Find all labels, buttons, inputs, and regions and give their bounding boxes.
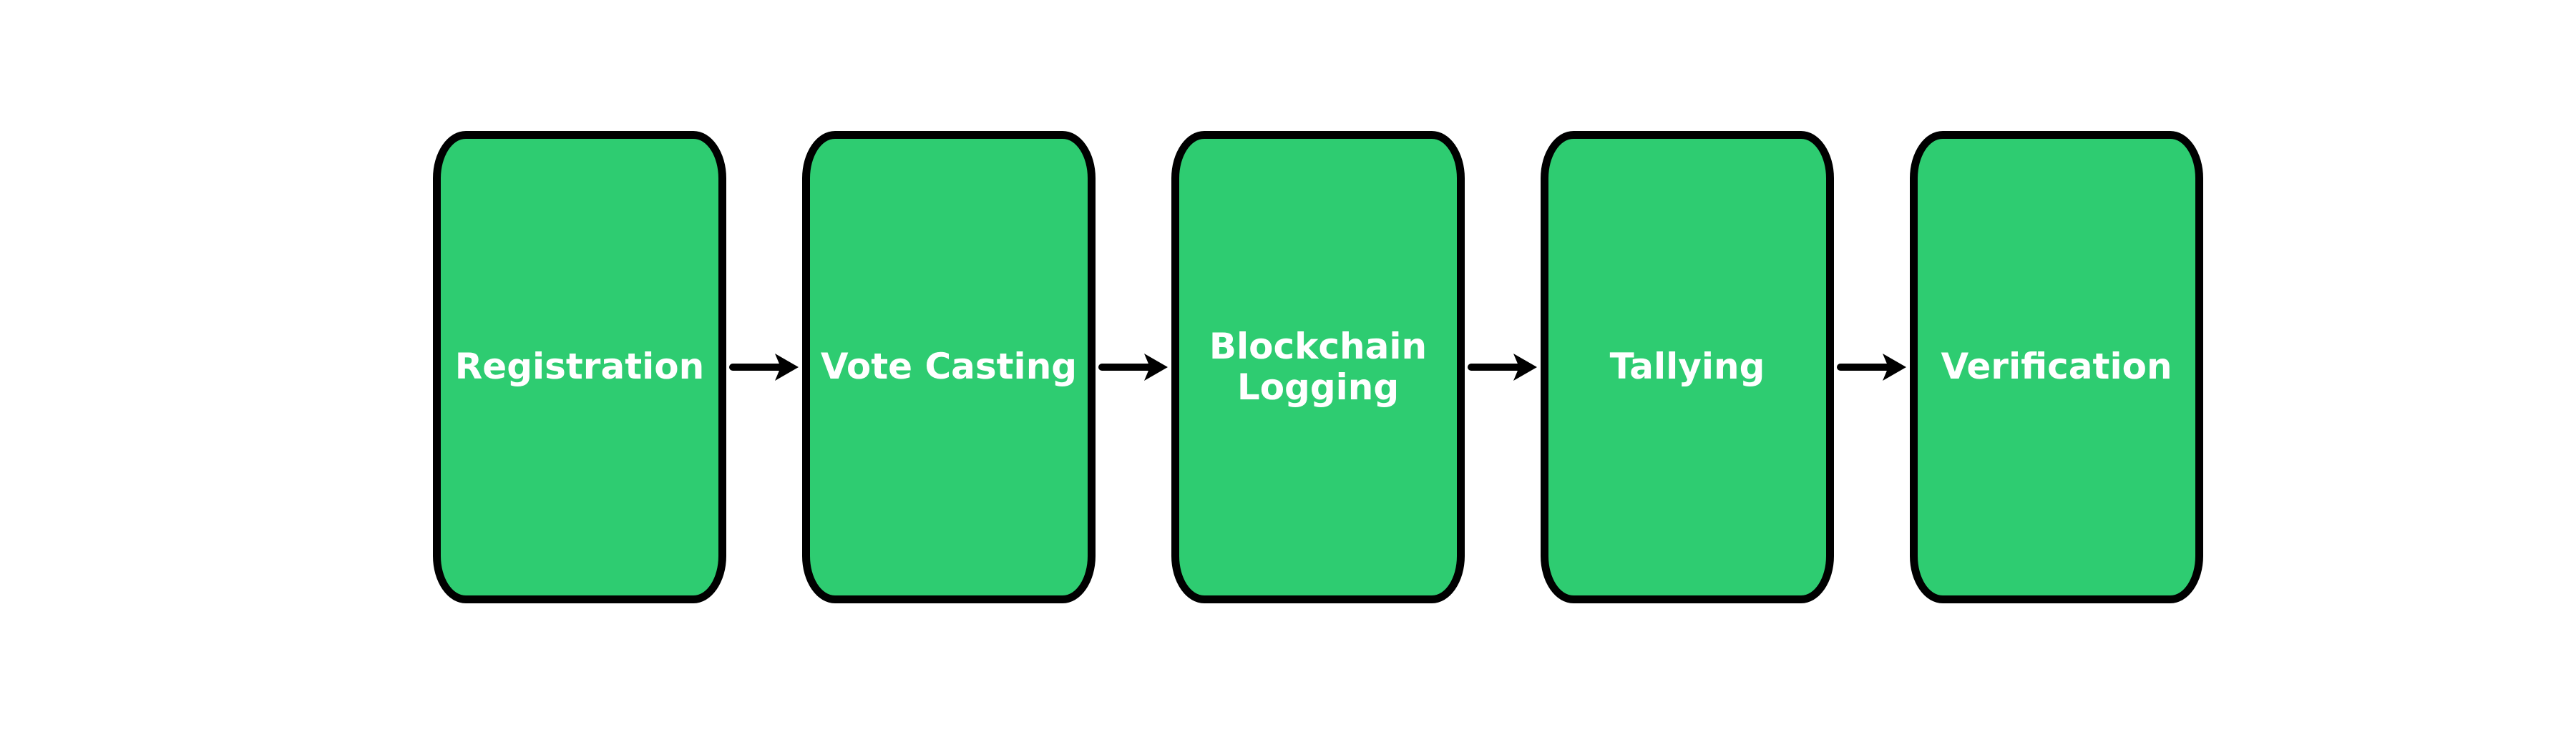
flow-node-label: Tallying (1609, 346, 1765, 388)
arrow-right-icon (1837, 354, 1906, 381)
flow-arrow (1465, 131, 1541, 603)
flow-node-vote-casting: Vote Casting (802, 131, 1096, 603)
flowchart: Registration Vote Casting Blockchain Log… (433, 131, 2203, 603)
flow-node-blockchain-logging: Blockchain Logging (1171, 131, 1465, 603)
flow-node-label: Blockchain Logging (1209, 325, 1428, 408)
arrow-right-icon (729, 354, 799, 381)
flow-node-verification: Verification (1910, 131, 2203, 603)
flow-arrow (1834, 131, 1910, 603)
flow-node-label: Registration (454, 346, 705, 388)
flow-arrow (726, 131, 802, 603)
flow-arrow (1096, 131, 1171, 603)
flow-node-registration: Registration (433, 131, 726, 603)
flow-node-label: Vote Casting (820, 346, 1078, 388)
arrow-right-icon (1468, 354, 1537, 381)
flow-node-label: Verification (1941, 346, 2172, 388)
flow-node-tallying: Tallying (1541, 131, 1834, 603)
arrow-right-icon (1098, 354, 1168, 381)
